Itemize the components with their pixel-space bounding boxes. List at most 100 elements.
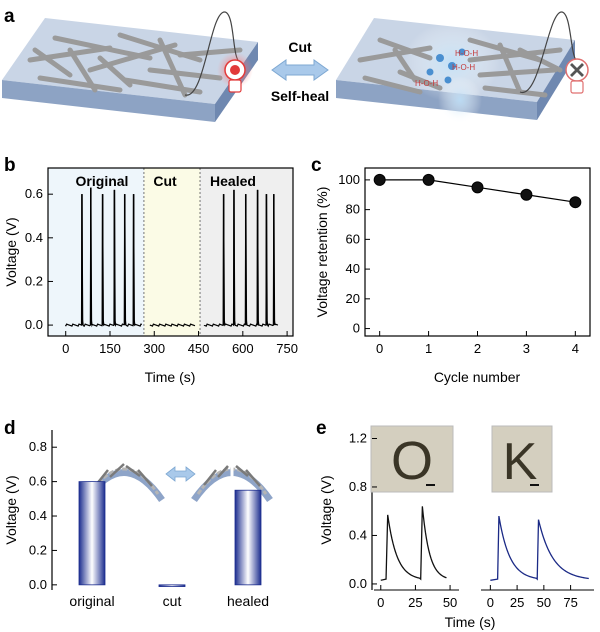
x-tick-label: 450 <box>188 341 210 356</box>
x-tick-label: 150 <box>99 341 121 356</box>
wire-left <box>184 11 241 96</box>
region-label-original: Original <box>76 173 129 189</box>
nanowire-network-damaged <box>357 37 563 98</box>
x-axis-label: Cycle number <box>434 369 521 385</box>
signal-trace <box>65 187 143 328</box>
x-tick-label: 25 <box>510 595 524 610</box>
x-tick-label: 0 <box>376 341 383 356</box>
x-tick-label: 1 <box>425 341 432 356</box>
x-axis-label: Time (s) <box>145 369 196 385</box>
nanowire-network-original <box>27 32 243 98</box>
x-category-label: original <box>69 593 114 609</box>
region-label-healed: Healed <box>210 173 256 189</box>
x-tick-label: 600 <box>232 341 254 356</box>
water-molecules <box>426 48 466 84</box>
x-tick-label: 2 <box>474 341 481 356</box>
nanowire <box>122 77 203 95</box>
nanowire <box>397 69 443 91</box>
x-tick-label: 50 <box>443 595 457 610</box>
y-tick-label: 80 <box>346 202 360 217</box>
bond-label-1: H-O-H <box>455 49 478 58</box>
region-label-cut: Cut <box>153 173 177 189</box>
x-tick-label: 0 <box>62 341 69 356</box>
panel-label-b: b <box>4 155 16 176</box>
y-tick-label: 0.4 <box>349 527 367 542</box>
y-tick-label: 1.2 <box>349 430 367 445</box>
y-tick-label: 40 <box>346 261 360 276</box>
panel-a: Cut Self-heal H-O-H H-O-H H-O-H <box>2 11 589 124</box>
bond-label-3: H-O-H <box>415 79 438 88</box>
chart-d: 0.0 0.2 0.4 0.6 0.8 original cut healed Voltag… <box>3 430 273 609</box>
x-category-label: healed <box>227 593 269 609</box>
cut-label: Cut <box>288 39 312 55</box>
x-tick-label: 750 <box>276 341 298 356</box>
y-axis-label: Voltage (V) <box>3 217 19 286</box>
x-tick-label: 3 <box>523 341 530 356</box>
y-tick-label: 0.2 <box>29 542 47 557</box>
nanowire <box>497 42 523 95</box>
y-tick-label: 0.2 <box>25 273 43 288</box>
x-tick-label: 75 <box>563 595 577 610</box>
double-arrow-icon <box>165 466 196 482</box>
double-arrow-icon <box>271 59 329 81</box>
voltage-trace-k <box>490 515 589 581</box>
chart-c: 0 20 40 60 80 100 0 1 2 3 4 Cycle number Voltage … <box>314 167 591 385</box>
y-tick-label: 60 <box>346 231 360 246</box>
self-heal-label: Self-heal <box>271 88 329 104</box>
data-point <box>520 188 533 201</box>
y-tick-label: 0.8 <box>349 479 367 494</box>
x-category-label: cut <box>163 593 182 609</box>
y-axis-label: Voltage (V) <box>318 475 334 544</box>
nanowire <box>482 85 548 98</box>
panel-label-d: d <box>4 418 16 439</box>
nanowire <box>32 47 73 78</box>
data-point <box>569 196 582 209</box>
nanowire <box>37 75 123 93</box>
y-tick-label: 100 <box>338 172 360 187</box>
nanowire <box>177 47 243 58</box>
panel-label-c: c <box>311 155 322 176</box>
nanowire <box>392 47 418 83</box>
y-tick-label: 0.0 <box>349 576 367 591</box>
y-tick-label: 0.4 <box>25 230 43 245</box>
y-axis-label: Voltage retention (%) <box>314 187 330 318</box>
nanowire <box>467 47 563 63</box>
y-tick-label: 20 <box>346 291 360 306</box>
letter-photo-k: K <box>491 425 553 493</box>
y-tick-label: 0.8 <box>29 439 47 454</box>
nanowire <box>377 37 433 61</box>
data-point <box>471 181 484 194</box>
nanowire <box>147 67 223 81</box>
region-background <box>48 168 144 336</box>
wire-right <box>519 11 579 93</box>
data-point <box>422 173 435 186</box>
y-tick-label: 0.4 <box>29 508 47 523</box>
panel-label-e: e <box>316 418 327 439</box>
x-tick-label: 4 <box>572 341 579 356</box>
panel-label-a: a <box>4 6 15 27</box>
x-tick-label: 0 <box>487 595 494 610</box>
y-tick-label: 0.0 <box>29 577 47 592</box>
bar <box>158 584 186 587</box>
data-point <box>373 173 386 186</box>
nanowire <box>67 47 98 93</box>
letter-o: O <box>391 431 433 491</box>
signal-trace <box>149 323 196 327</box>
nanowire <box>157 37 188 98</box>
x-axis-label: Time (s) <box>445 614 496 630</box>
y-axis-label: Voltage (V) <box>3 475 19 544</box>
y-tick-label: 0 <box>353 321 360 336</box>
bulb-off-icon <box>565 58 589 94</box>
x-tick-label: 25 <box>408 595 422 610</box>
nanowire <box>477 67 558 78</box>
letter-photo-o: O <box>370 425 454 493</box>
bulb-on-icon <box>217 52 253 93</box>
bar <box>78 481 106 586</box>
voltage-trace-o <box>380 506 447 581</box>
y-tick-label: 0.6 <box>29 474 47 489</box>
y-tick-label: 0.6 <box>25 186 43 201</box>
nanowire <box>362 75 423 95</box>
